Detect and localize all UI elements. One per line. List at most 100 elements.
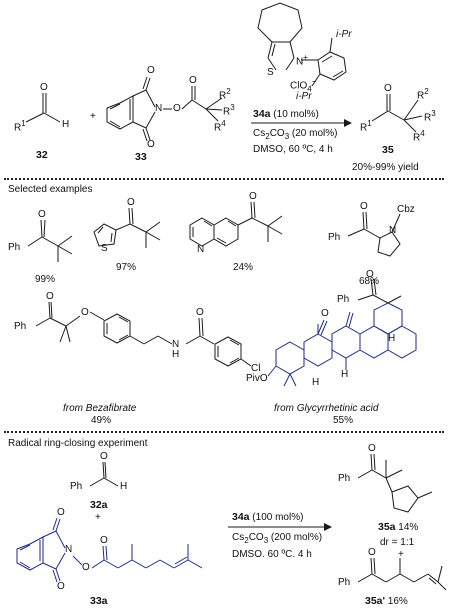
glycyrrhetinic-h-3: H <box>312 377 320 388</box>
section-divider-2 <box>4 431 444 433</box>
glycyrrhetinic-o-enone: O <box>321 308 329 319</box>
product-35a-label: 35a 14% <box>378 521 419 533</box>
example-1-yield: 99% <box>35 274 56 285</box>
glycyrrhetinic-structure <box>267 278 417 387</box>
bezafibrate-cl: Cl <box>251 363 261 374</box>
condition-base: Cs2CO3 (20 mol%) <box>253 128 338 141</box>
example-3-structure <box>189 201 283 247</box>
example-3-yield: 24% <box>233 262 254 273</box>
product-35-r2: R2 <box>417 87 429 102</box>
aldehyde-32a-structure <box>89 461 119 487</box>
compound-label-35: 35 <box>382 144 394 156</box>
product-35a-o: O <box>368 443 376 454</box>
glycyrrhetinic-source: from Glycyrrhetinic acid <box>274 403 379 414</box>
compound-label-33: 33 <box>135 151 147 163</box>
plus-sign-1: + <box>90 111 96 122</box>
aldehyde-32-structure <box>25 93 61 123</box>
product-35a-prime-structure <box>357 557 447 591</box>
product-35-r4: R4 <box>413 129 425 144</box>
bezafibrate-source: from Bezafibrate <box>63 403 137 414</box>
example-2-o: O <box>127 197 135 208</box>
bezafibrate-o-amide: O <box>196 307 204 318</box>
example-2-yield: 97% <box>116 262 137 273</box>
bezafibrate-structure <box>35 301 252 367</box>
bezafibrate-o-carbonyl: O <box>46 291 54 302</box>
product-35a-structure <box>357 453 433 513</box>
aldehyde-32-h: H <box>62 119 70 130</box>
aldehyde-32a-o: O <box>100 451 108 462</box>
example-4-cbz: Cbz <box>397 204 415 215</box>
glycyrrhetinic-h-1: H <box>388 333 396 344</box>
radical-condition-solvent: DMSO. 60 ºC. 4 h <box>232 549 312 560</box>
radical-reaction-arrow <box>228 523 332 531</box>
ester-33-r3: R3 <box>223 103 235 118</box>
example-1-structure <box>27 219 73 262</box>
compound-label-32a: 32a <box>90 499 108 511</box>
radical-heading: Radical ring-closing experiment <box>8 438 148 449</box>
example-3-n: N <box>197 244 205 255</box>
ester-33-o-link: O <box>173 103 181 114</box>
example-4-ph: Ph <box>328 232 341 243</box>
ester-33-structure <box>106 76 223 142</box>
section-divider-1 <box>4 178 444 180</box>
catalyst-34a-structure <box>257 2 347 87</box>
ester-33a-o-bottom: O <box>57 581 65 592</box>
example-4-structure <box>347 211 401 257</box>
aldehyde-32-o: O <box>40 82 48 93</box>
condition-catalyst: 34a (10 mol%) <box>253 108 319 120</box>
ester-33-r2: R2 <box>219 87 231 102</box>
product-35-r3: R3 <box>424 109 436 124</box>
example-3-o: O <box>249 191 257 202</box>
bezafibrate-ph: Ph <box>14 321 27 332</box>
glycyrrhetinic-ph: Ph <box>337 294 350 305</box>
glycyrrhetinic-h-2: H <box>341 369 349 380</box>
glycyrrhetinic-o-ketone: O <box>366 269 374 280</box>
product-35-r1: R1 <box>360 119 372 134</box>
bezafibrate-yield: 49% <box>91 415 112 426</box>
example-4-o: O <box>360 201 368 212</box>
glycyrrhetinic-yield: 55% <box>333 415 354 426</box>
bezafibrate-o-ether: O <box>81 307 89 318</box>
product-35a-prime-label: 35a' 16% <box>365 595 408 607</box>
reaction-arrow <box>251 119 352 127</box>
ester-33a-o-top: O <box>57 507 65 518</box>
example-2-structure <box>93 207 161 248</box>
radical-condition-catalyst: 34a (100 mol%) <box>232 511 304 523</box>
plus-sign-3: + <box>398 549 404 560</box>
ester-33-o-bottom: O <box>147 139 155 150</box>
compound-label-33a: 33a <box>90 595 108 607</box>
selected-examples-heading: Selected examples <box>8 184 93 195</box>
product-35-structure <box>371 94 423 133</box>
catalyst-s: S <box>267 67 274 78</box>
example-4-yield: 68% <box>359 276 380 287</box>
aldehyde-32a-h: H <box>120 481 128 492</box>
example-2-s: S <box>101 243 108 254</box>
example-1-o: O <box>38 209 46 220</box>
product-35a-dr: dr = 1:1 <box>380 537 415 548</box>
ester-33-o-top: O <box>147 65 155 76</box>
example-1-ph: Ph <box>8 242 21 253</box>
product-35a-ph: Ph <box>338 473 351 484</box>
compound-label-32: 32 <box>36 149 48 161</box>
ester-33-r4: R4 <box>214 119 226 134</box>
catalyst-ipr-top: i-Pr <box>336 29 352 40</box>
ester-33-o-carbonyl: O <box>189 75 197 86</box>
aldehyde-32-r1: R1 <box>14 119 26 134</box>
product-35-o: O <box>384 83 392 94</box>
product-35a-prime-o: O <box>368 547 376 558</box>
catalyst-n-plus: N+ <box>296 53 308 68</box>
catalyst-ipr-bottom: i-Pr <box>296 91 312 102</box>
condition-solvent: DMSO, 60 ºC, 4 h <box>253 144 333 155</box>
radical-condition-base: Cs2CO3 (200 mol%) <box>232 532 323 545</box>
product-35a-prime-ph: Ph <box>338 577 351 588</box>
product-35-yield: 20%-99% yield <box>352 162 419 173</box>
glycyrrhetinic-pivo: PivO <box>246 373 268 384</box>
ester-33a-n: N <box>65 544 73 555</box>
aldehyde-32a-ph: Ph <box>70 481 83 492</box>
catalyst-counterion: ClO4− <box>290 77 317 94</box>
ester-33a-structure <box>16 517 203 583</box>
ester-33a-o-link: O <box>82 562 90 573</box>
example-4-n: N <box>389 225 397 236</box>
plus-sign-2: + <box>95 512 101 523</box>
